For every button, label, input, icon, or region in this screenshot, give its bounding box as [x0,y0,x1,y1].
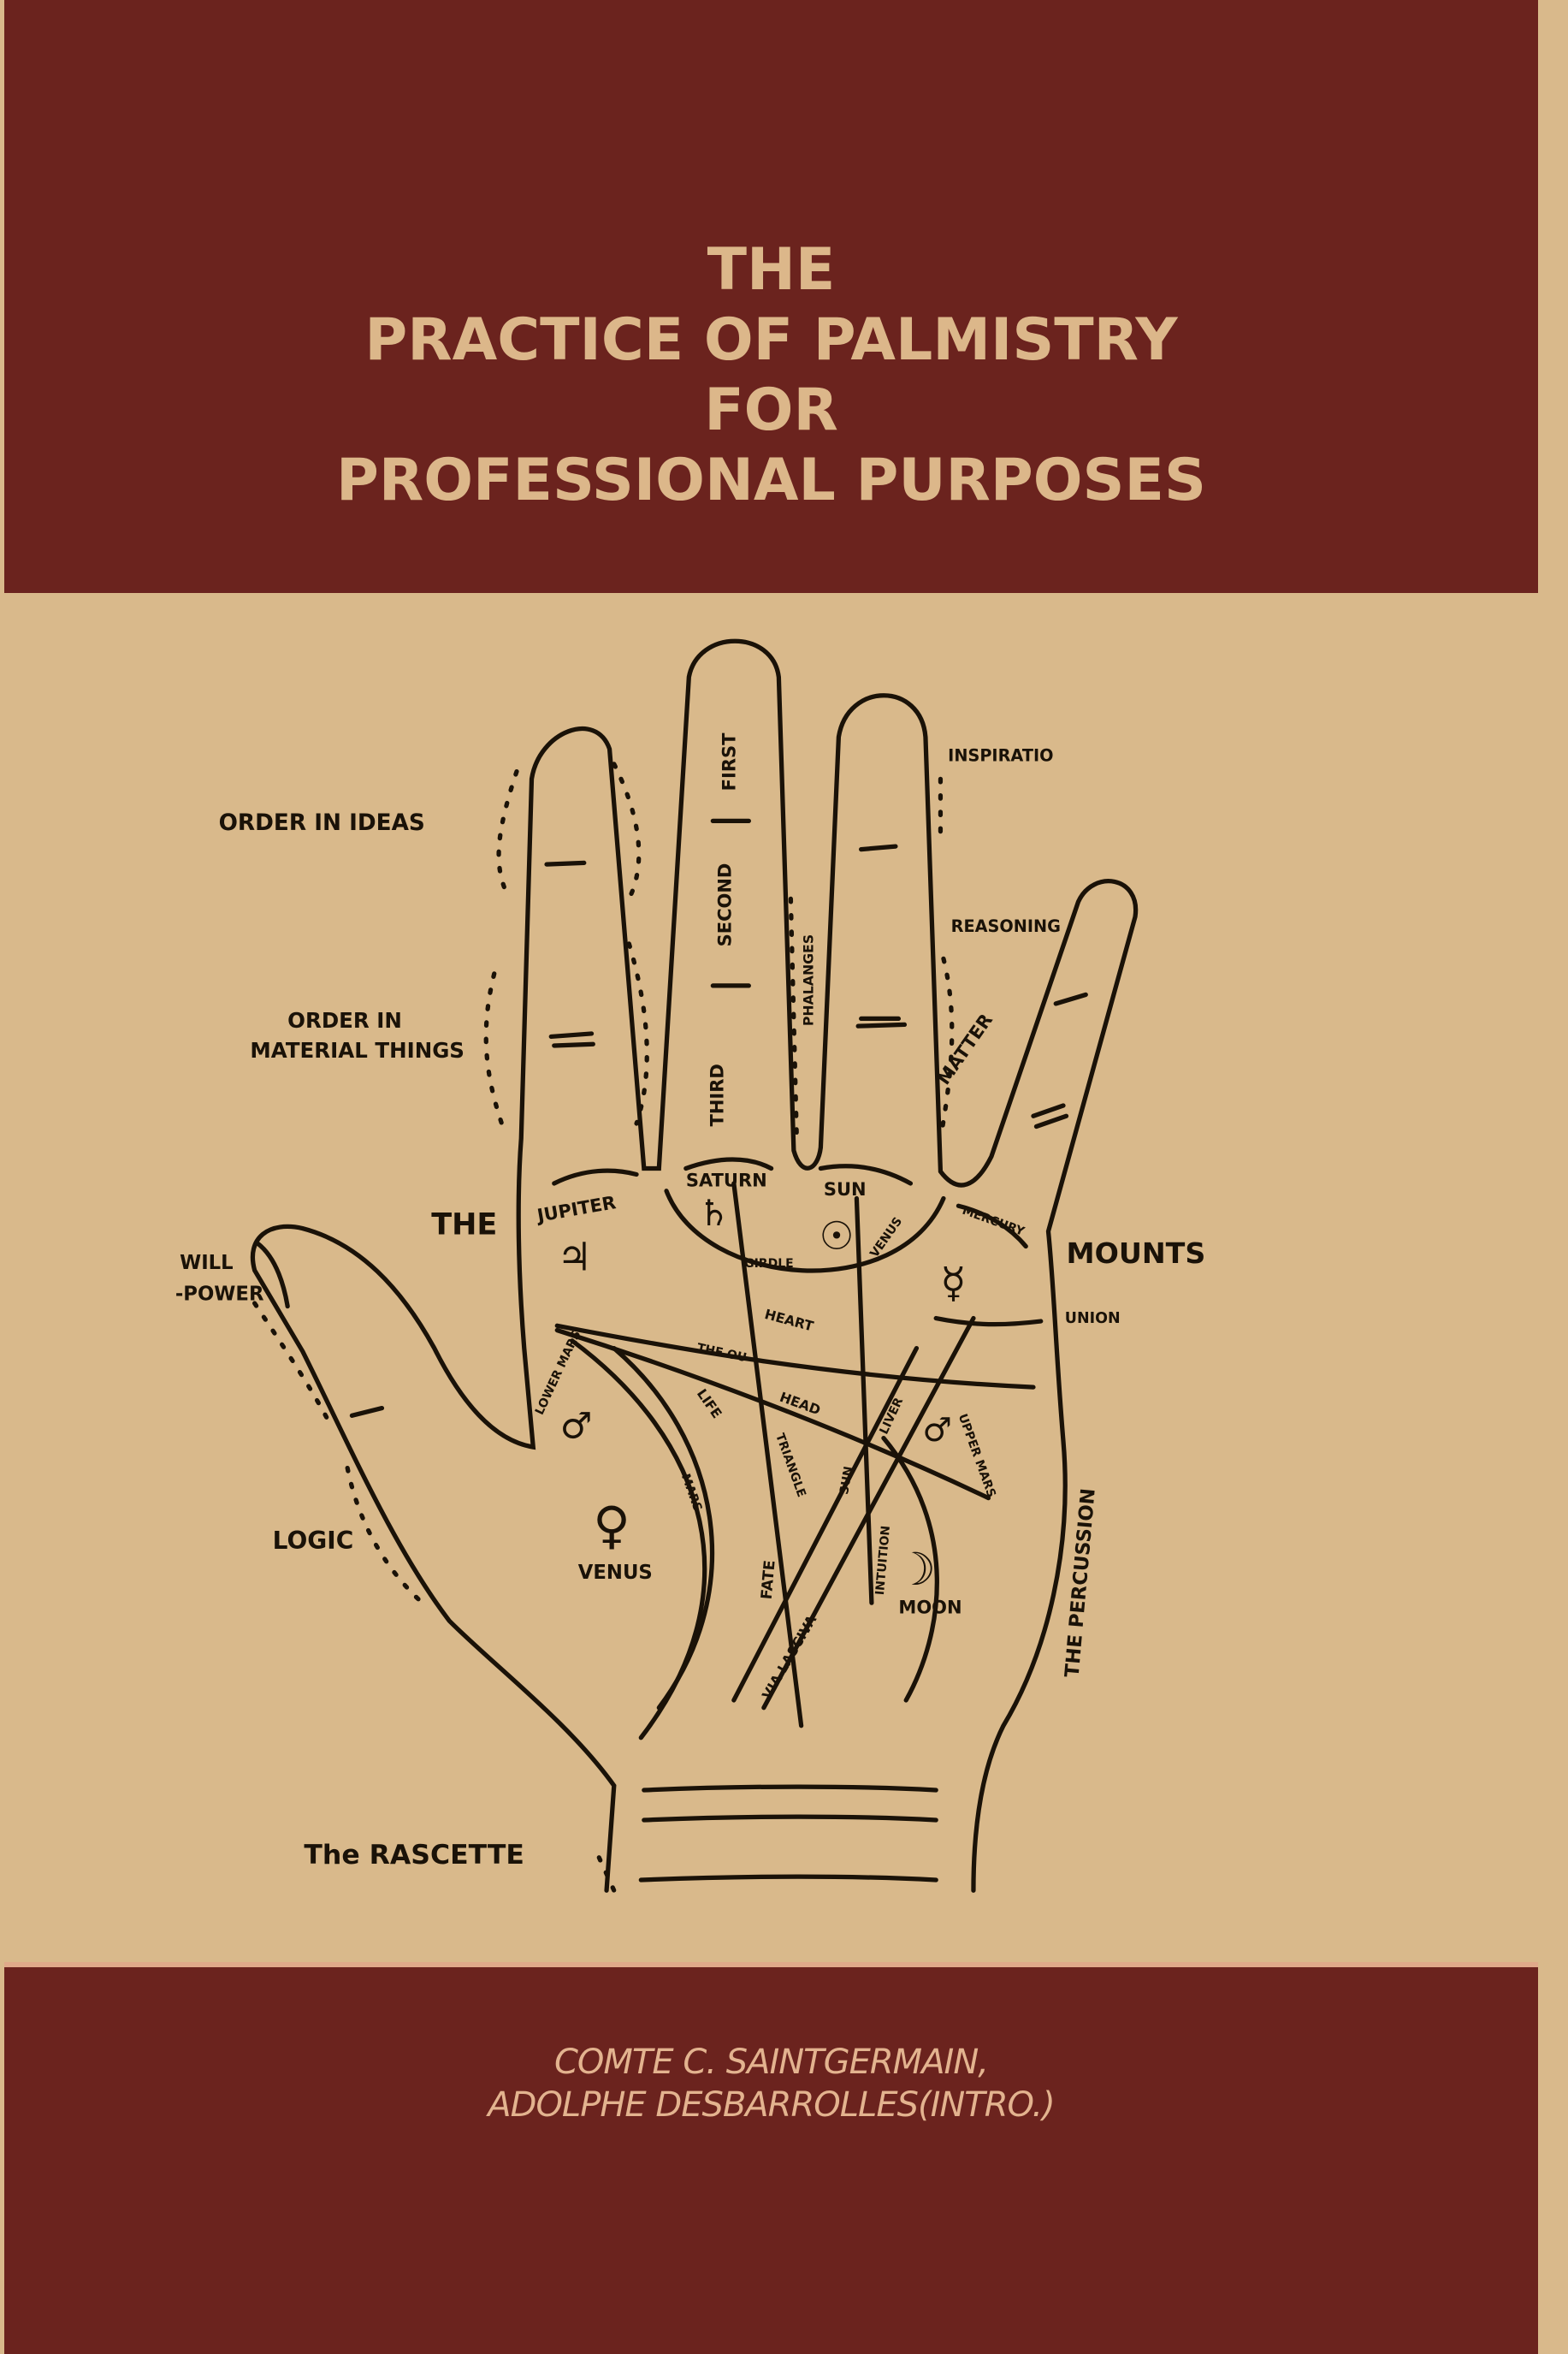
sun-line [854,1195,874,1605]
label-sun: SUN [824,1179,867,1200]
dotted-guide [496,768,519,902]
author-line: COMTE C. SAINTGERMAIN, [554,2043,989,2082]
label-will: -POWER [175,1284,264,1306]
upper-mars-symbol: ♂ [922,1411,952,1450]
mount-arc [956,1203,1028,1249]
label-third: THIRD [707,1064,728,1126]
title-line: FOR [704,377,838,444]
thumb-nail [255,1241,290,1309]
author-line: ADOLPHE DESBARROLLES(INTRO.) [488,2085,1055,2125]
dotted-guide [788,896,800,1141]
label-reasoning: REASONING [951,916,1061,936]
title-line: THE [707,236,836,304]
label-lower-mars: LOWER MARS [533,1329,584,1417]
label-will: WILL [180,1252,234,1274]
dotted-guide [626,941,649,1126]
label-order-material: MATERIAL THINGS [250,1038,464,1063]
title-line: PRACTICE OF PALMISTRY [364,306,1178,374]
author-band [4,1962,1538,2354]
label-second: SECOND [714,863,735,947]
label-venus: VENUS [578,1562,653,1584]
mount-arc [683,1157,774,1171]
label-intuition: INTUITION [873,1525,893,1596]
girdle-of-venus [664,1189,946,1273]
venus-symbol: ♀ [593,1497,630,1556]
label-rascette: The RASCETTE [304,1840,524,1871]
jupiter-symbol: ♃ [557,1235,592,1280]
label-the: THE [431,1208,497,1242]
saturn-symbol: ♄ [698,1192,731,1234]
label-logic: LOGIC [273,1527,354,1555]
title-line: PROFESSIONAL PURPOSES [336,447,1206,514]
dotted-guide [596,1855,617,1893]
label-jupiter: JUPITER [534,1192,618,1226]
rascette-line [642,1814,938,1823]
label-sun-line: SUN [837,1465,856,1495]
label-head: HEAD [778,1389,823,1419]
dotted-guide [612,762,642,902]
life-line-inner [612,1345,715,1711]
label-percussion: THE PERCUSSION [1062,1487,1100,1678]
rascette-line [642,1784,938,1793]
mount-arc [818,1164,914,1186]
label-phalanges: PHALANGES [801,934,817,1026]
label-matter: MATTER [933,1010,997,1088]
label-mounts: MOUNTS [1066,1236,1205,1270]
label-first: FIRST [719,732,740,791]
label-life: LIFE [694,1385,725,1421]
label-triangle: TRIANGLE [772,1432,808,1499]
label-girdle: GIRDLE [744,1257,794,1271]
via-lasciva [761,1315,976,1711]
dotted-guide [345,1465,425,1605]
liver-line [731,1345,920,1703]
union-line [933,1315,1044,1327]
mount-arc [552,1168,639,1186]
book-title: THE PRACTICE OF PALMISTRY FOR PROFESSION… [4,235,1538,516]
dotted-guide [938,956,955,1141]
label-inspiration: INSPIRATIO [948,745,1053,765]
authors: COMTE C. SAINTGERMAIN, ADOLPHE DESBARROL… [4,2041,1538,2126]
moon-symbol: ☽ [896,1544,936,1596]
label-heart: HEART [763,1306,815,1335]
label-saturn: SATURN [686,1171,767,1191]
mercury-symbol: ☿ [940,1259,966,1307]
lower-mars-symbol: ♂ [560,1405,593,1447]
head-line [554,1327,991,1501]
label-mercury: MERCURY [961,1204,1027,1239]
sun-symbol: ☉ [820,1213,855,1259]
label-the-ou: THE OU [695,1341,748,1365]
rascette-line [638,1874,938,1883]
label-union: UNION [1065,1310,1121,1327]
title-band [4,0,1538,593]
label-fate: FATE [759,1560,779,1601]
phalanx-mark [349,818,1088,1418]
label-order-ideas: ORDER IN IDEAS [219,810,425,836]
heart-line [554,1323,1036,1390]
label-moon: MOON [898,1597,962,1617]
dotted-guide [252,1301,332,1426]
label-order-material: ORDER IN [287,1008,402,1033]
dotted-guide [483,971,505,1126]
hand-outline [250,638,1139,1893]
life-line [570,1338,707,1740]
intuition-line [881,1435,939,1703]
fate-line [731,1181,804,1728]
